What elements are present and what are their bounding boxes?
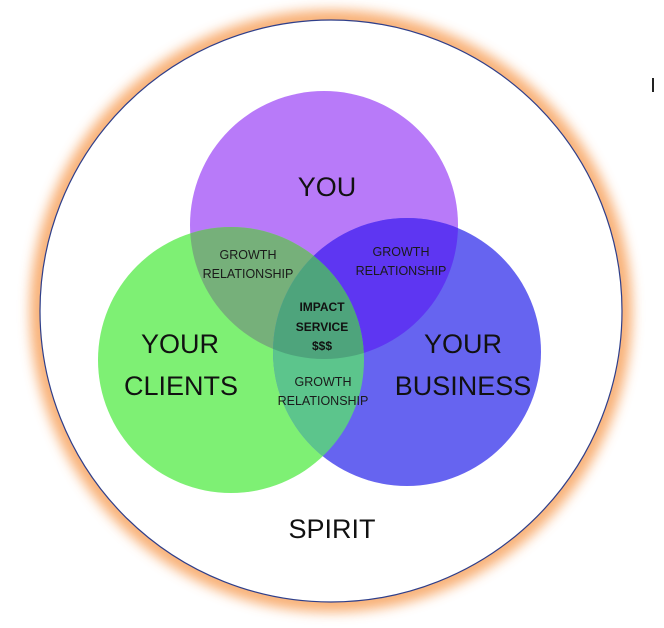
edge-mark: [652, 78, 654, 92]
label-your-business-line2: BUSINESS: [395, 371, 532, 401]
overlap-you-clients: [190, 227, 364, 359]
label-you-clients-line2: RELATIONSHIP: [203, 267, 294, 281]
label-your-business-line1: YOUR: [424, 329, 502, 359]
label-clients-business-line2: RELATIONSHIP: [278, 394, 369, 408]
label-your-clients-line1: YOUR: [141, 329, 219, 359]
label-you-clients-line1: GROWTH: [220, 248, 277, 262]
label-you-business-line2: RELATIONSHIP: [356, 264, 447, 278]
label-center-money: $$$: [312, 339, 332, 353]
label-you-business-line1: GROWTH: [373, 245, 430, 259]
label-your-clients-line2: CLIENTS: [124, 371, 238, 401]
label-clients-business-line1: GROWTH: [295, 375, 352, 389]
label-center-impact: IMPACT: [299, 300, 345, 314]
overlap-center: [273, 227, 364, 359]
label-spirit: SPIRIT: [288, 514, 375, 544]
label-you: YOU: [298, 172, 357, 202]
label-center-service: SERVICE: [296, 320, 348, 334]
